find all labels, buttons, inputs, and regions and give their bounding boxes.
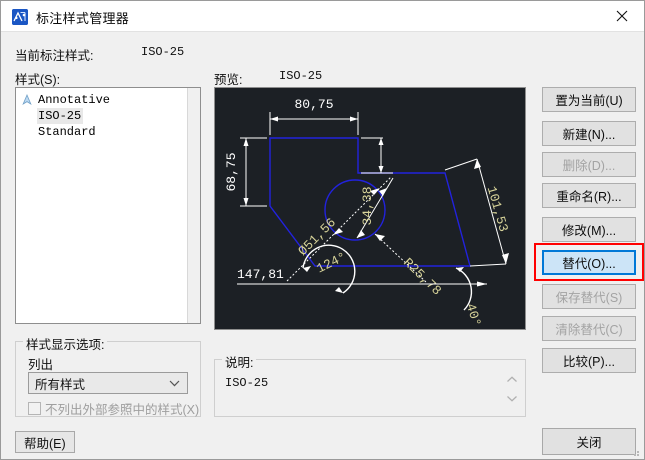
save-override-button: 保存替代(S) xyxy=(542,284,636,309)
display-options-title: 样式显示选项: xyxy=(23,334,108,353)
dimension-style-icon xyxy=(12,9,28,25)
svg-text:147,81: 147,81 xyxy=(237,267,284,282)
exclude-xref-styles-checkbox: 不列出外部参照中的样式(X) xyxy=(28,399,199,418)
list-item-label: Annotative xyxy=(38,93,111,107)
list-item[interactable]: ISO-25 xyxy=(16,108,200,124)
clear-override-button: 清除替代(C) xyxy=(542,316,636,341)
checkbox-box xyxy=(28,402,41,415)
description-scroll-spinner[interactable] xyxy=(505,376,519,402)
styles-list[interactable]: Annotative ISO-25 Standard xyxy=(15,87,201,324)
style-filter-dropdown[interactable]: 所有样式 xyxy=(28,372,188,394)
preview-label: 预览: xyxy=(214,73,243,87)
override-button[interactable]: 替代(O)... xyxy=(542,250,636,275)
chevron-down-icon xyxy=(169,376,180,390)
compare-button[interactable]: 比较(P)... xyxy=(542,348,636,373)
svg-text:68,75: 68,75 xyxy=(224,152,239,191)
svg-text:34,38: 34,38 xyxy=(360,186,375,225)
description-title: 说明: xyxy=(222,352,257,371)
window-title: 标注样式管理器 xyxy=(36,11,130,26)
preview-canvas: 80,75 68,75 Ø51,5 xyxy=(214,87,526,330)
description-group: 说明: ISO-25 xyxy=(214,352,526,417)
chevron-down-icon xyxy=(507,396,517,402)
help-button[interactable]: 帮助(E) xyxy=(15,431,75,453)
svg-text:40°: 40° xyxy=(463,302,484,329)
current-style-value: ISO-25 xyxy=(141,45,185,59)
svg-text:80,75: 80,75 xyxy=(294,97,333,112)
set-current-button[interactable]: 置为当前(U) xyxy=(542,87,636,112)
delete-button: 删除(D)... xyxy=(542,152,636,177)
resize-grip[interactable] xyxy=(629,445,641,457)
description-text: ISO-25 xyxy=(225,376,269,390)
title-bar: 标注样式管理器 xyxy=(1,1,644,32)
list-item-label: ISO-25 xyxy=(38,109,82,123)
list-label: 列出 xyxy=(28,358,54,372)
close-icon[interactable] xyxy=(599,1,644,31)
styles-list-scrollbar[interactable] xyxy=(187,88,200,323)
close-button[interactable]: 关闭 xyxy=(542,428,636,455)
dimension-preview-drawing: 80,75 68,75 Ø51,5 xyxy=(215,88,525,329)
styles-list-label: 样式(S): xyxy=(15,73,61,87)
display-options-group: 样式显示选项: xyxy=(15,334,201,417)
list-item[interactable]: Annotative xyxy=(16,92,200,108)
preview-style-name: ISO-25 xyxy=(279,69,323,83)
list-item[interactable]: Standard xyxy=(16,124,200,140)
rename-button[interactable]: 重命名(R)... xyxy=(542,183,636,208)
list-item-label: Standard xyxy=(38,125,96,139)
annotative-icon xyxy=(20,93,34,107)
style-filter-value: 所有样式 xyxy=(35,377,86,392)
current-style-label: 当前标注样式: xyxy=(15,49,94,63)
chevron-up-icon xyxy=(507,376,517,382)
exclude-xref-styles-label: 不列出外部参照中的样式(X) xyxy=(45,403,200,417)
new-button[interactable]: 新建(N)... xyxy=(542,121,636,146)
modify-button[interactable]: 修改(M)... xyxy=(542,217,636,242)
